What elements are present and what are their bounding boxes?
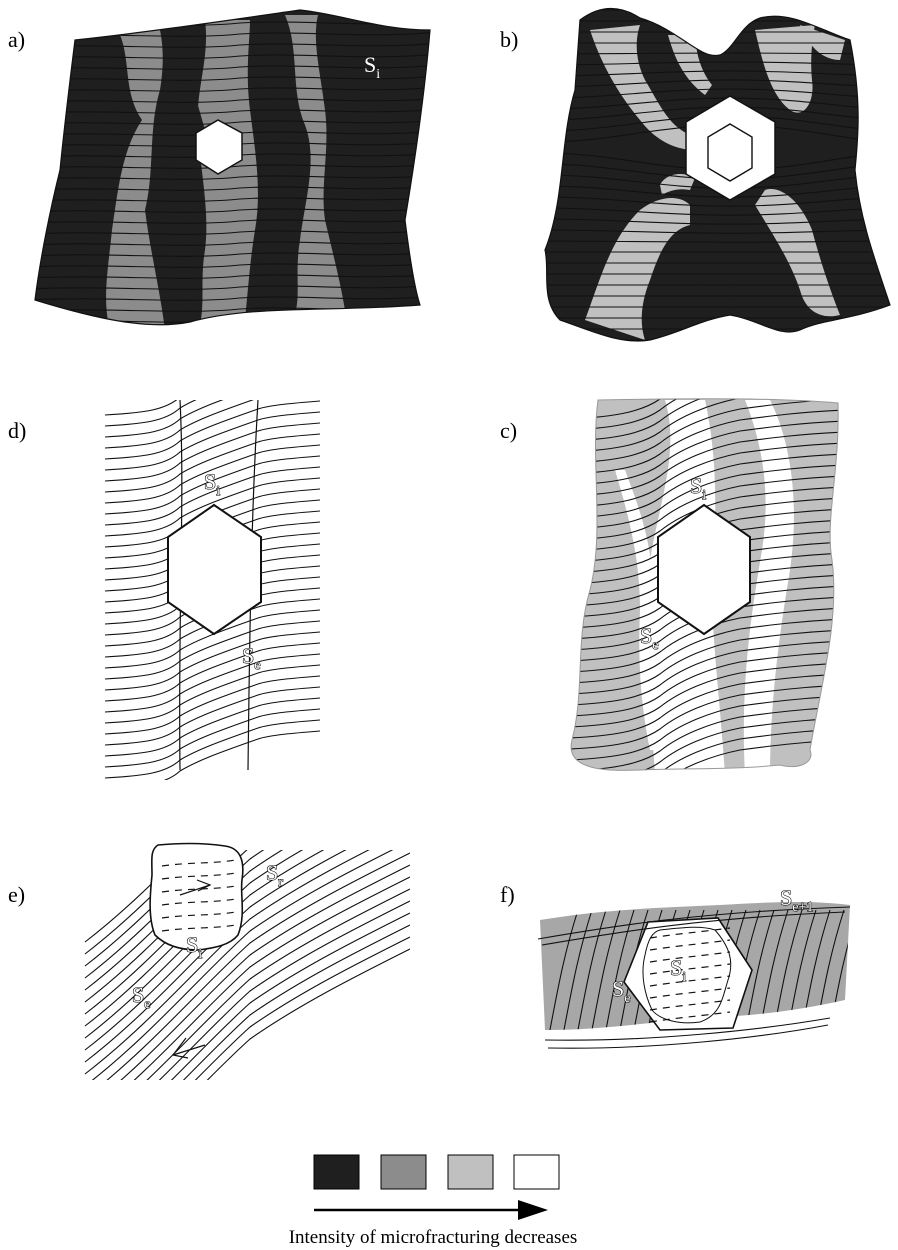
panel-e-foliation-line	[85, 697, 410, 942]
legend-swatch	[514, 1155, 559, 1189]
panel-d-foliation-line	[105, 401, 320, 459]
panel-label-c: c)	[500, 418, 517, 443]
panel-d-foliation-line	[105, 632, 320, 690]
panel-b-foliation-label: Si	[858, 75, 874, 105]
legend-swatch	[314, 1155, 359, 1189]
panel-e: e) Sr Si Se	[8, 697, 410, 1194]
legend: Intensity of microfracturing decreases	[289, 1155, 578, 1248]
panel-d-foliation-line	[105, 687, 320, 745]
panel-label-e: e)	[8, 882, 25, 907]
legend-arrow-head	[518, 1200, 548, 1220]
legend-swatch	[448, 1155, 493, 1189]
panel-a: a) Si	[8, 0, 450, 340]
panel-d-foliation-line	[105, 698, 320, 756]
panel-label-b: b)	[500, 27, 518, 52]
panel-d-foliation-line	[105, 709, 320, 767]
panel-b: b) Si	[500, 0, 898, 350]
panel-e-foliation-line	[85, 721, 410, 966]
panel-b-porphyroblast-core	[708, 124, 752, 181]
legend-swatch	[381, 1155, 426, 1189]
panel-d-foliation-line	[105, 390, 320, 448]
panel-f: f) Se+1 Si Se	[500, 882, 872, 1048]
legend-caption: Intensity of microfracturing decreases	[289, 1227, 578, 1248]
panel-d-foliation-label-e: Se	[242, 643, 260, 673]
panel-e-foliation-line	[85, 769, 410, 1014]
panel-a-foliation-line	[30, 318, 440, 322]
panel-d-foliation-line	[105, 676, 320, 734]
panel-d-foliation-line	[105, 731, 320, 789]
panel-d-foliation-line	[105, 357, 320, 415]
panel-c: c) Si Se	[500, 355, 850, 804]
panel-e-foliation-line	[85, 745, 410, 990]
panel-e-foliation-label-r: Sr	[266, 860, 283, 890]
panel-e-foliation-line	[85, 757, 410, 1002]
panel-d-foliation-line	[105, 720, 320, 778]
panel-e-foliation-lines	[85, 697, 410, 1194]
panel-d-foliation-line	[105, 665, 320, 723]
panel-d-foliation-line	[105, 643, 320, 701]
panel-d-foliation-line	[105, 379, 320, 437]
panel-d-foliation-line	[105, 654, 320, 712]
panel-e-foliation-line	[85, 805, 410, 1050]
panel-d-foliation-line	[105, 368, 320, 426]
panel-d: d) Si Se	[8, 357, 320, 789]
legend-swatches	[314, 1155, 559, 1189]
panel-label-f: f)	[500, 882, 515, 907]
panel-d-foliation-line	[105, 412, 320, 470]
panel-label-d: d)	[8, 418, 26, 443]
panel-label-a: a)	[8, 27, 25, 52]
panel-e-foliation-line	[85, 709, 410, 954]
